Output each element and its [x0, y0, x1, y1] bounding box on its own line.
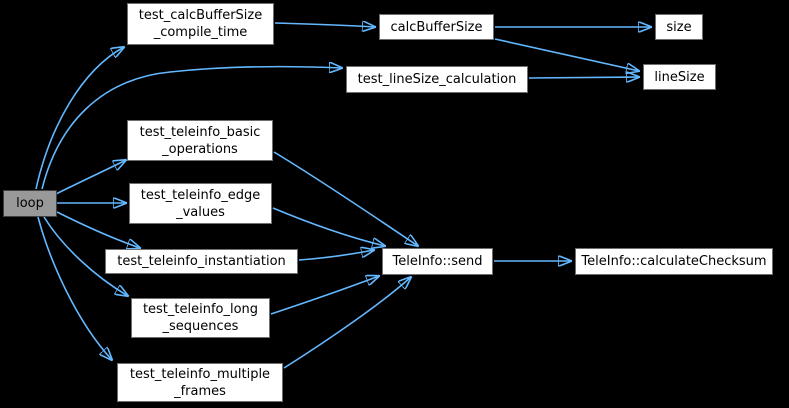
- edge-loop-to-test_teleinfo_instantiation: [56, 211, 140, 248]
- edge-test_teleinfo_long_sequences-to-TeleInfo-send: [270, 276, 379, 315]
- edge-test_teleinfo_edge_values-to-TeleInfo-send: [272, 207, 385, 246]
- node-test_calcBufferSize_compile_time[interactable]: test_calcBufferSize _compile_time: [127, 3, 274, 45]
- node-TeleInfo-send[interactable]: TeleInfo::send: [382, 248, 493, 275]
- edge-test_lineSize_calculation-to-lineSize: [528, 77, 639, 78]
- node-test_teleinfo_multiple_frames[interactable]: test_teleinfo_multiple _frames: [117, 363, 283, 402]
- node-calcBufferSize[interactable]: calcBufferSize: [379, 14, 494, 40]
- node-test_teleinfo_long_sequences[interactable]: test_teleinfo_long _sequences: [131, 298, 270, 338]
- node-test_teleinfo_edge_values[interactable]: test_teleinfo_edge _values: [129, 183, 272, 224]
- node-test_teleinfo_basic_operations[interactable]: test_teleinfo_basic _operations: [127, 120, 273, 161]
- node-test_teleinfo_instantiation[interactable]: test_teleinfo_instantiation: [105, 249, 298, 274]
- node-TeleInfo-calculateChecksum[interactable]: TeleInfo::calculateChecksum: [575, 248, 773, 275]
- node-lineSize[interactable]: lineSize: [643, 64, 716, 90]
- edge-loop-to-test_teleinfo_basic_operations: [55, 160, 126, 195]
- edge-test_calcBufferSize_compile_time-to-calcBufferSize: [274, 23, 375, 27]
- edge-loop-to-test_teleinfo_multiple_frames: [37, 216, 112, 360]
- node-size[interactable]: size: [655, 14, 703, 40]
- node-loop: loop: [3, 190, 57, 217]
- edge-test_teleinfo_basic_operations-to-TeleInfo-send: [273, 151, 418, 246]
- edge-test_teleinfo_multiple_frames-to-TeleInfo-send: [283, 277, 411, 369]
- edge-loop-to-test_calcBufferSize_compile_time: [35, 47, 124, 190]
- node-test_lineSize_calculation[interactable]: test_lineSize_calculation: [346, 66, 528, 93]
- edge-test_teleinfo_instantiation-to-TeleInfo-send: [298, 250, 374, 261]
